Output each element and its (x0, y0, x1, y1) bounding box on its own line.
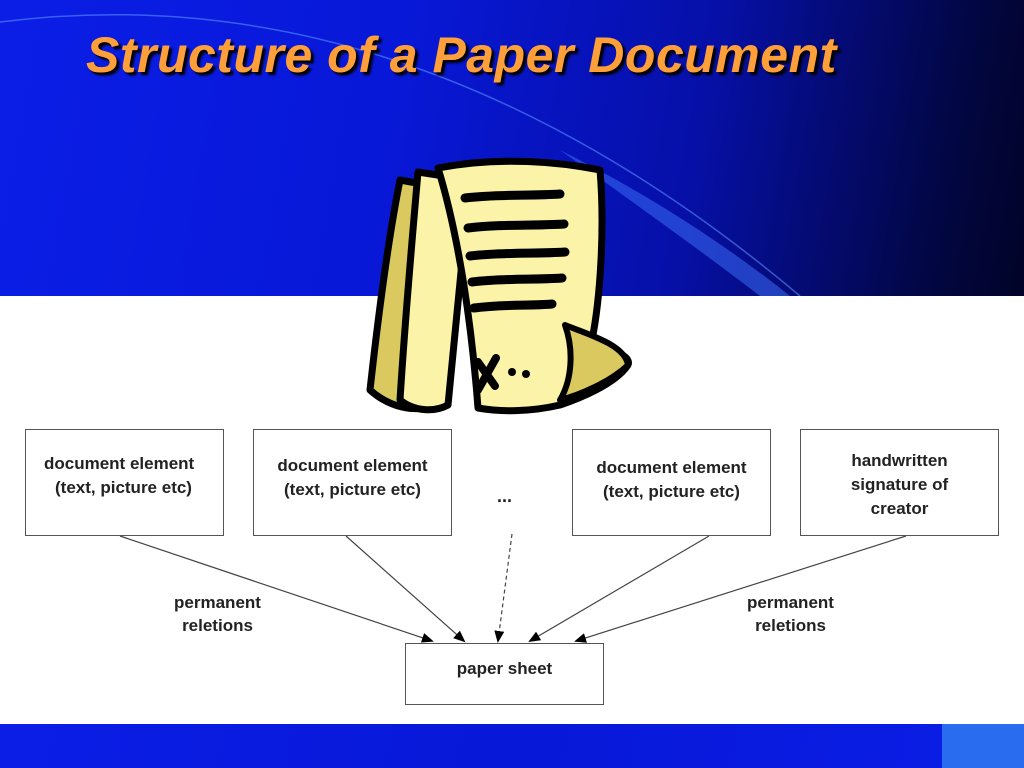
slide-title: Structure of a Paper Document (86, 27, 837, 83)
corner-decoration (942, 724, 1024, 768)
paper-sheet-label: paper sheet (456, 659, 553, 678)
document-element-box-3: document element (text, picture etc) (572, 429, 771, 536)
relations-label-left: permanent reletions (160, 591, 275, 637)
arrow-element-2 (345, 535, 466, 643)
box-label-line2: (text, picture etc) (55, 478, 192, 497)
arrow-element-3 (528, 535, 710, 643)
document-element-box-2: document element (text, picture etc) (253, 429, 452, 536)
arrow-signature (574, 535, 907, 643)
box-label-line1: document element (44, 454, 195, 473)
relations-line1: permanent (747, 593, 834, 612)
box-label-line2: (text, picture etc) (284, 480, 421, 499)
relations-label-right: permanent reletions (733, 591, 848, 637)
signature-line3: creator (870, 499, 929, 518)
document-scroll-icon (366, 157, 632, 415)
background-swoosh (0, 14, 801, 297)
relations-line2: reletions (182, 616, 253, 635)
signature-line2: signature of (850, 475, 949, 494)
arrow-ellipsis (494, 533, 513, 643)
box-label-line1: document element (277, 456, 428, 475)
relations-line2: reletions (755, 616, 826, 635)
signature-line1: handwritten (851, 451, 948, 470)
box-label-line2: (text, picture etc) (603, 482, 740, 501)
paper-sheet-box: paper sheet (405, 643, 604, 705)
box-label-line1: document element (596, 458, 747, 477)
arrow-element-1 (119, 535, 434, 643)
signature-box: handwritten signature of creator (800, 429, 999, 536)
document-element-box-1: document element (text, picture etc) (25, 429, 224, 536)
more-elements-ellipsis: ... (497, 486, 513, 506)
footer-band (0, 724, 1024, 768)
relations-line1: permanent (174, 593, 261, 612)
